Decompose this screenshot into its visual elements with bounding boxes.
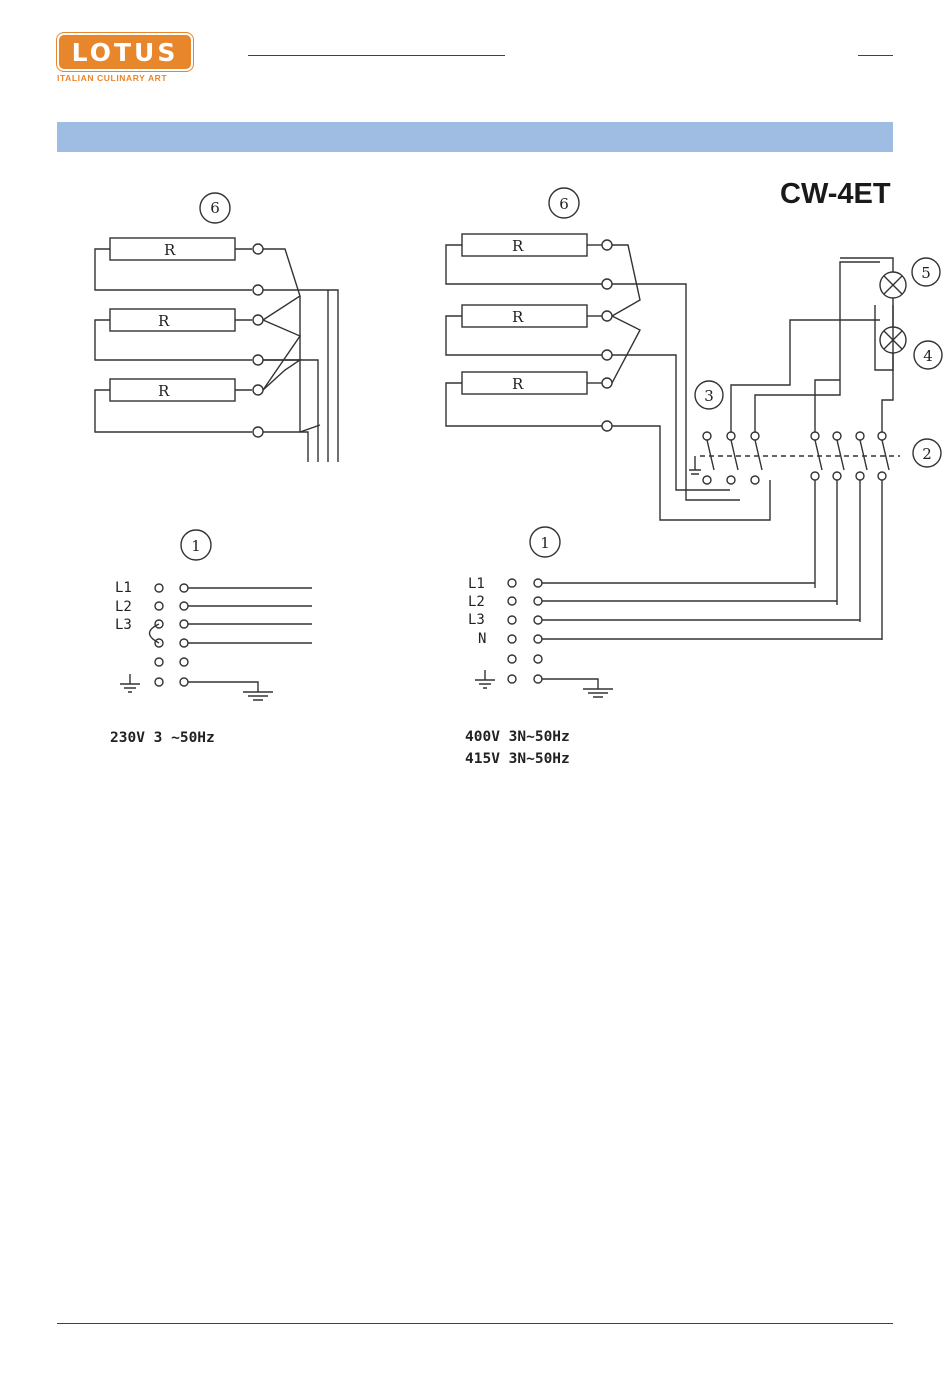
left-resistor-3: R (110, 379, 235, 401)
right-diagram: 6 R R R 3 (446, 188, 942, 697)
left-block-1-number: 1 (191, 537, 201, 555)
footer-rule (57, 1323, 893, 1324)
left-phase-l3: L3 (115, 617, 132, 633)
left-resistor-1: R (110, 238, 235, 260)
right-block-1-number: 1 (540, 534, 550, 552)
right-resistor-2: R (462, 305, 587, 327)
right-phase-l3: L3 (468, 612, 485, 628)
right-resistor-1: R (462, 234, 587, 256)
right-phase-l2: L2 (468, 594, 485, 610)
right-resistor-1-label: R (512, 237, 524, 255)
right-resistor-2-label: R (512, 308, 524, 326)
left-diagram: 6 R R R (95, 193, 338, 700)
right-phase-l1: L1 (468, 576, 485, 592)
left-block-6-number: 6 (210, 199, 220, 217)
right-resistor-3: R (462, 372, 587, 394)
right-block-6-number: 6 (559, 195, 569, 213)
right-resistor-3-label: R (512, 375, 524, 393)
left-phase-l2: L2 (115, 599, 132, 615)
right-switch-2-number: 2 (922, 445, 932, 463)
right-switch-3-number: 3 (704, 387, 714, 405)
right-voltage-label-2: 415V 3N~50Hz (465, 751, 570, 767)
left-phase-l1: L1 (115, 580, 132, 596)
right-lamp-4-number: 4 (923, 347, 933, 365)
right-lamp-5-number: 5 (921, 264, 931, 282)
left-resistor-2-label: R (158, 312, 170, 330)
right-phase-n: N (478, 631, 486, 647)
left-resistor-2: R (110, 309, 235, 331)
left-voltage-label: 230V 3 ~50Hz (110, 730, 215, 746)
left-resistor-1-label: R (164, 241, 176, 259)
left-resistor-3-label: R (158, 382, 170, 400)
right-voltage-label-1: 400V 3N~50Hz (465, 729, 570, 745)
